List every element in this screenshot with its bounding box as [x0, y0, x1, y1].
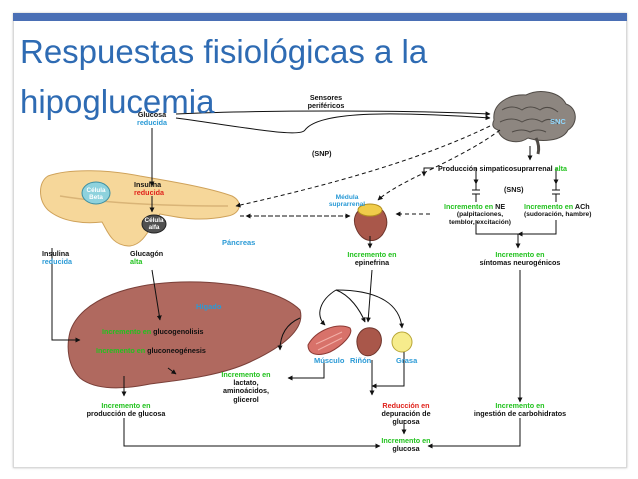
text-temblor: temblor, excitación)	[449, 219, 511, 227]
text-glicerol: glicerol	[233, 394, 259, 404]
label-medula-suprarrenal: Médula suprarrenal	[326, 194, 368, 209]
text-gluconeogenesis: gluconeogénesis	[147, 346, 206, 355]
label-incremento-ne: Incremento en NE	[444, 202, 506, 211]
text-depuracion: depuración de	[381, 409, 431, 419]
label-produccion-simpaticosuprarrenal: Producción simpaticosuprarrenal alta	[438, 164, 568, 173]
label-insulina-reducida-top: Insulina reducida	[134, 180, 164, 198]
label-incremento-glucosa: Incremento en glucosa	[376, 436, 436, 454]
label-rinon: Riñón	[350, 356, 372, 365]
adrenal-kidney-icon	[354, 203, 388, 241]
label-musculo: Músculo	[314, 356, 345, 365]
text-ne: NE	[495, 202, 506, 211]
label-sensores: Sensores periféricos	[300, 93, 352, 111]
flow-arrows	[51, 110, 559, 449]
label-grasa: Grasa	[396, 356, 418, 365]
brain-icon	[492, 91, 576, 155]
text-alto: alta	[130, 257, 143, 267]
text-beta: Beta	[89, 194, 103, 201]
text-incremento-prod: Incremento en	[101, 401, 151, 410]
label-produccion-glucosa: Incremento en producción de glucosa	[72, 401, 180, 419]
page-title-line1: Respuestas fisiológicas a la	[20, 33, 428, 70]
text-produccion: Producción simpaticosuprarrenal	[438, 164, 553, 173]
text-incremento-epi: Incremento en	[347, 250, 397, 259]
label-snc: SNC	[550, 117, 566, 126]
text-incremento-ne: Incremento en	[444, 202, 494, 211]
label-ach-effects: (sudoración, hambre)	[524, 211, 592, 218]
label-celula-alfa: Célula alfa	[140, 217, 168, 231]
label-incremento-ach: Incremento en ACh	[524, 202, 590, 211]
label-pancreas: Páncreas	[222, 238, 256, 247]
label-snp: (SNP)	[312, 149, 332, 158]
muscle-icon	[307, 325, 352, 355]
text-incremento-neo: Incremento en	[96, 346, 146, 355]
label-sns: (SNS)	[504, 185, 524, 194]
synapse-icons	[472, 184, 560, 202]
text-sintomas: síntomas neurogénicos	[479, 258, 561, 268]
text-suprarrenal: suprarrenal	[328, 201, 366, 209]
label-glucagon-alto: Glucagón alta	[130, 249, 164, 267]
text-reducida-red: reducida	[134, 188, 164, 198]
text-aminoacidos: aminoácidos,	[223, 386, 269, 396]
text-sensores: Sensores	[309, 93, 343, 102]
slide-top-bar	[13, 13, 627, 21]
label-incremento-epinefrina: Incremento en epinefrina	[340, 250, 404, 268]
label-celula-beta: Célula Beta	[82, 187, 110, 201]
text-celula-beta: Célula	[86, 187, 106, 194]
text-insulina: Insulina	[42, 249, 70, 258]
label-reduccion-depuracion: Reducción en depuración de glucosa	[370, 401, 442, 427]
text-glucosa-final: glucosa	[392, 444, 420, 454]
label-sintomas-neurogenicos: Incremento en síntomas neurogénicos	[468, 250, 572, 268]
text-epinefrina: epinefrina	[354, 258, 390, 268]
label-insulina-reducida: Insulina reducida	[42, 249, 72, 267]
text-alta-1: alta	[554, 164, 568, 173]
text-incremento-ach: Incremento en	[524, 202, 574, 211]
text-ach: ACh	[574, 202, 590, 211]
text-incremento-lact: Incremento en	[221, 370, 271, 379]
text-incremento-gluco: Incremento en	[102, 327, 152, 336]
label-gluconeogenesis: Incremento en gluconeogénesis	[96, 346, 206, 355]
page-title-line2: hipoglucemia	[20, 83, 215, 120]
fat-icon	[391, 331, 413, 353]
label-glucosa-reducida: Glucosa reducida	[128, 110, 176, 128]
label-ingestion-carbohidratos: Incremento en ingestión de carbohidratos	[456, 401, 584, 419]
label-glucogenolisis: Incremento en glucogenolisis	[102, 327, 204, 336]
dashed-arrows	[235, 125, 501, 219]
label-higado: Hígado	[196, 302, 222, 311]
text-incremento-final: Incremento en	[381, 436, 431, 445]
text-ingestion: ingestión de carbohidratos	[473, 409, 567, 419]
text-glucagon: Glucagón	[130, 249, 164, 258]
beta-cell-icon	[81, 181, 111, 205]
text-reduccion-en: Reducción en	[382, 401, 430, 410]
text-glucosa-dep: glucosa	[392, 417, 420, 427]
text-lactato: lactato,	[233, 378, 259, 388]
text-celula-alfa: Célula	[144, 217, 164, 224]
text-incremento-ing: Incremento en	[495, 401, 545, 410]
text-insulina-top: Insulina	[134, 180, 162, 189]
text-palpitaciones: (palpitaciones,	[456, 211, 504, 218]
text-glucogenolisis: glucogenolisis	[153, 327, 204, 336]
text-perifericos: periféricos	[307, 101, 345, 111]
text-reducida: reducida	[137, 118, 167, 128]
label-ne-effects: (palpitaciones, temblor, excitación)	[440, 211, 520, 227]
text-reducida-2: reducida	[42, 257, 72, 267]
text-produccion-glucosa: producción de glucosa	[86, 409, 166, 419]
alpha-cell-icon	[141, 214, 167, 234]
text-medula: Médula	[335, 194, 359, 201]
liver-icon	[67, 281, 302, 389]
label-lactato: Incremento en lactato, aminoácidos, glic…	[208, 370, 284, 404]
text-glucosa: Glucosa	[137, 110, 167, 119]
kidney-icon	[356, 327, 382, 357]
text-incremento-sint: Incremento en	[495, 250, 545, 259]
text-alfa: alfa	[148, 224, 160, 231]
